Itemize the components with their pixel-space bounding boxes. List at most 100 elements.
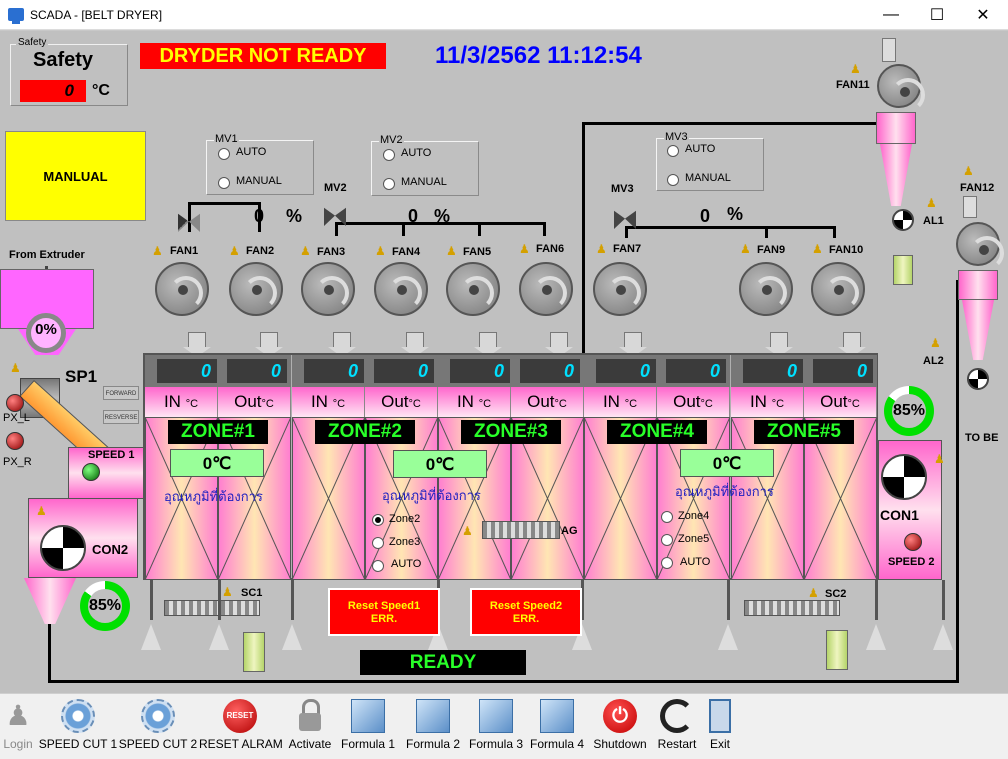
fan12-stack	[963, 196, 977, 218]
fan11-label: FAN11	[836, 79, 870, 91]
zone5-radio[interactable]	[661, 534, 673, 546]
mv2-auto-label: AUTO	[401, 147, 432, 159]
pipe	[625, 226, 628, 238]
zone-out-temp: 0	[813, 359, 873, 383]
mv1-auto-radio[interactable]	[218, 148, 230, 160]
safety-group-label: Safety	[16, 37, 49, 48]
forward-button[interactable]: FORWARD	[103, 386, 139, 400]
fan2-outlet-arrow	[255, 332, 283, 357]
zone2-radio[interactable]	[372, 514, 384, 526]
fan4-label: FAN4	[392, 246, 421, 258]
operator-icon: ♟	[300, 244, 311, 258]
mv3-percent: 0	[700, 206, 711, 226]
window-titlebar	[0, 0, 1008, 30]
reset-speed1-button[interactable]: Reset Speed1 ERR.	[328, 588, 440, 636]
zone-out-label: Out°C	[804, 387, 877, 417]
toolbar-button-formula-4[interactable]: Formula 4	[529, 693, 585, 759]
support-foot	[282, 624, 302, 650]
toolbar-label: Exit	[709, 737, 730, 751]
formula-icon	[540, 699, 574, 733]
mode-button[interactable]: MANLUAL	[5, 131, 146, 221]
power-icon: ⏻	[603, 699, 637, 733]
zone23-setpoint[interactable]: 0℃	[393, 450, 487, 478]
operator-icon: ♟	[926, 196, 937, 210]
zone4-radio[interactable]	[661, 511, 673, 523]
zone-column: 0 0 IN °C Out°C ZONE#4	[584, 355, 730, 580]
safety-title: Safety	[33, 49, 94, 71]
zone-out-label: Out°C	[365, 387, 438, 417]
fan6-outlet-arrow	[545, 332, 573, 357]
zone45-setpoint[interactable]: 0℃	[680, 449, 774, 477]
con2-motor-icon	[40, 525, 86, 571]
zone-in-label-text: IN	[310, 392, 328, 411]
toolbar-button-activate[interactable]: Activate	[285, 693, 335, 759]
fan12-icon[interactable]	[956, 222, 1004, 270]
reset-speed2-button[interactable]: Reset Speed2 ERR.	[470, 588, 582, 636]
fan5-icon[interactable]	[446, 262, 500, 316]
mv2-manual-radio[interactable]	[383, 178, 395, 190]
mv3-auto-radio[interactable]	[667, 145, 679, 157]
operator-icon: ♟	[222, 585, 233, 599]
zone23-auto-radio[interactable]	[372, 560, 384, 572]
zone-title: ZONE#3	[461, 420, 561, 444]
formula-icon	[351, 699, 385, 733]
mv1-manual-radio[interactable]	[218, 177, 230, 189]
mv3-manual-label: MANUAL	[685, 172, 731, 184]
fan6-icon[interactable]	[519, 262, 573, 316]
toolbar-button-login[interactable]: ♟ Login	[0, 693, 36, 759]
reset-speed1-line2: ERR.	[370, 613, 398, 625]
ag-label: AG	[561, 525, 578, 537]
operator-icon: ♟	[596, 242, 607, 256]
zone-in-label: IN °C	[145, 387, 218, 417]
fan10-icon[interactable]	[811, 262, 865, 316]
cyclone2-top	[958, 270, 998, 300]
toolbar-label: Activate	[288, 737, 332, 751]
zone-out-unit: °C	[408, 398, 421, 410]
close-button[interactable]: ✕	[976, 7, 990, 24]
toolbar-button-restart[interactable]: Restart	[655, 693, 699, 759]
toolbar-button-formula-2[interactable]: Formula 2	[405, 693, 461, 759]
safety-temperature-unit: °C	[92, 82, 110, 99]
fan4-icon[interactable]	[374, 262, 428, 316]
zone-out-temp: 0	[666, 359, 726, 383]
lock-icon	[299, 699, 321, 733]
fan10-outlet-arrow	[838, 332, 866, 357]
zone3-radio[interactable]	[372, 537, 384, 549]
minimize-button[interactable]: —	[883, 6, 899, 23]
fan3-icon[interactable]	[301, 262, 355, 316]
fan7-icon[interactable]	[593, 262, 647, 316]
fan2-icon[interactable]	[229, 262, 283, 316]
toolbar-button-formula-3[interactable]: Formula 3	[468, 693, 524, 759]
toolbar-button-reset-alram[interactable]: RESET RESET ALRAM	[199, 693, 283, 759]
toolbar-button-exit[interactable]: Exit	[705, 693, 735, 759]
mv3-manual-radio[interactable]	[667, 174, 679, 186]
toolbar-button-speed-cut-2[interactable]: SPEED CUT 2	[118, 693, 198, 759]
toolbar-label: Formula 1	[340, 737, 396, 751]
agitator-icon	[482, 521, 560, 539]
zone-out-unit: °C	[554, 398, 567, 410]
pipe	[582, 122, 878, 125]
fan1-outlet-arrow	[183, 332, 211, 357]
reverse-button[interactable]: RESVERSE	[103, 410, 139, 424]
sc1-label: SC1	[241, 587, 263, 599]
fan9-icon[interactable]	[739, 262, 793, 316]
zone45-auto-radio[interactable]	[661, 557, 673, 569]
support-foot	[209, 624, 229, 650]
hopper-feed	[45, 266, 48, 270]
maximize-button[interactable]: ☐	[929, 7, 945, 24]
toolbar-button-shutdown[interactable]: ⏻ Shutdown	[590, 693, 650, 759]
zone-in-label-text: IN	[749, 392, 767, 411]
zone-out-label-text: Out	[673, 392, 701, 411]
operator-icon: ♟	[519, 242, 530, 256]
zone-in-temp: 0	[304, 359, 364, 383]
toolbar-button-formula-1[interactable]: Formula 1	[340, 693, 396, 759]
zone23-auto-label: AUTO	[391, 558, 422, 570]
fan6-label: FAN6	[536, 243, 565, 255]
support-leg	[150, 580, 153, 620]
fan11-icon[interactable]	[877, 64, 925, 112]
zone1-setpoint[interactable]: 0℃	[170, 449, 264, 477]
toolbar-button-speed-cut-1[interactable]: SPEED CUT 1	[38, 693, 118, 759]
fan1-icon[interactable]	[155, 262, 209, 316]
zone-in-unit: °C	[624, 398, 638, 410]
mv2-auto-radio[interactable]	[383, 149, 395, 161]
